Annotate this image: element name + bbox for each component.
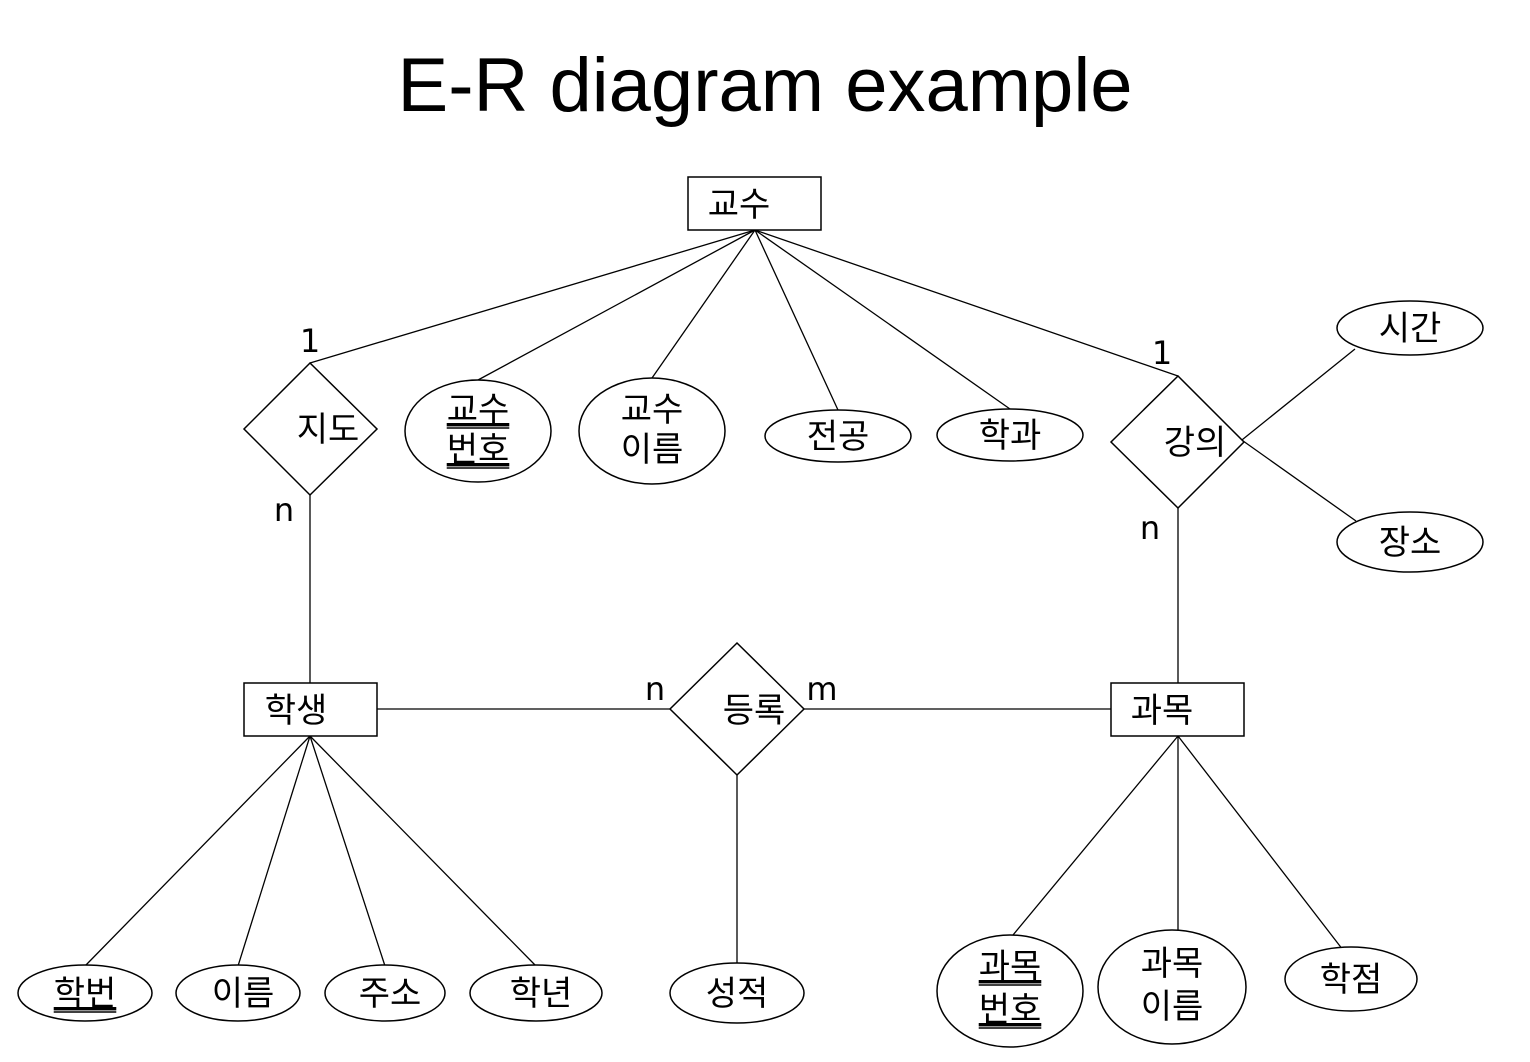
- connector-professor-department: [754, 229, 1011, 410]
- cardinality-advise-student: n: [274, 491, 294, 529]
- connector-course-course-number: [1012, 735, 1179, 936]
- relationship-enroll: 등록: [668, 641, 806, 777]
- connector-professor-professor-name: [651, 229, 756, 379]
- attribute-course-number: 과목 번호: [936, 934, 1084, 1048]
- cardinality-labels: 1 n 1 n n m: [274, 322, 1172, 708]
- attribute-course-name-line2: 이름: [1141, 987, 1204, 1027]
- attribute-professor-number-line1: 교수: [447, 390, 510, 430]
- attribute-course-number-line1: 과목: [979, 947, 1042, 987]
- entity-professor-label: 교수: [708, 185, 771, 225]
- entity-student-label: 학생: [265, 691, 328, 731]
- attribute-professor-number: 교수 번호: [404, 379, 552, 483]
- relationship-advise: 지도: [242, 361, 379, 497]
- connector-course-credit: [1177, 735, 1344, 951]
- entity-professor: 교수: [687, 176, 822, 231]
- attribute-professor-number-line2: 번호: [447, 430, 510, 470]
- attribute-place-label: 장소: [1379, 523, 1442, 563]
- attribute-professor-name: 교수 이름: [578, 377, 726, 485]
- attribute-score: 성적: [669, 962, 805, 1024]
- entity-course: 과목: [1110, 682, 1245, 737]
- cardinality-lecture-course: n: [1140, 509, 1160, 547]
- entity-course-label: 과목: [1131, 691, 1194, 731]
- attribute-student-name: 이름: [175, 964, 301, 1022]
- attribute-time: 시간: [1336, 300, 1484, 356]
- attribute-student-number-label: 학번: [54, 974, 117, 1014]
- cardinality-lecture-professor: 1: [1152, 334, 1172, 372]
- connector-professor-professor-number: [477, 229, 756, 381]
- connector-student-address: [309, 735, 386, 967]
- cardinality-advise-professor: 1: [300, 322, 320, 360]
- connector-professor-major: [754, 229, 839, 411]
- connector-professor-advise: [309, 229, 756, 364]
- connector-student-student-number: [84, 735, 311, 967]
- attribute-grade-year-label: 학년: [510, 974, 573, 1014]
- attribute-time-label: 시간: [1379, 309, 1442, 349]
- attribute-department-label: 학과: [979, 416, 1042, 456]
- attribute-major: 전공: [764, 409, 912, 463]
- page-title: E-R diagram example: [397, 43, 1133, 128]
- connector-student-student-name: [237, 735, 311, 967]
- attribute-place: 장소: [1336, 511, 1484, 573]
- attribute-credit: 학점: [1284, 946, 1418, 1012]
- relationship-advise-label: 지도: [297, 410, 360, 450]
- entity-student: 학생: [243, 682, 378, 737]
- attribute-course-number-line2: 번호: [979, 990, 1042, 1030]
- attribute-student-number: 학번: [17, 964, 153, 1022]
- attribute-major-label: 전공: [807, 417, 870, 457]
- relationship-lecture-label: 강의: [1164, 423, 1227, 463]
- connector-professor-lecture: [754, 229, 1179, 377]
- attribute-department: 학과: [936, 408, 1084, 462]
- attribute-address: 주소: [324, 964, 446, 1022]
- attribute-credit-label: 학점: [1320, 960, 1383, 1000]
- connector-lecture-time: [1221, 348, 1356, 457]
- connector-student-grade-year: [309, 735, 537, 967]
- relationship-enroll-label: 등록: [723, 691, 786, 731]
- attribute-score-label: 성적: [706, 974, 769, 1014]
- cardinality-enroll-student: n: [645, 670, 665, 708]
- attribute-student-name-label: 이름: [212, 974, 275, 1014]
- cardinality-enroll-course: m: [806, 670, 837, 708]
- attribute-professor-name-line1: 교수: [621, 390, 684, 430]
- attribute-course-name-line1: 과목: [1141, 944, 1204, 984]
- attribute-address-label: 주소: [359, 974, 422, 1014]
- attribute-grade-year: 학년: [469, 964, 603, 1022]
- relationship-lecture: 강의: [1109, 374, 1246, 510]
- attribute-professor-name-line2: 이름: [621, 430, 684, 470]
- attribute-course-name: 과목 이름: [1097, 929, 1247, 1045]
